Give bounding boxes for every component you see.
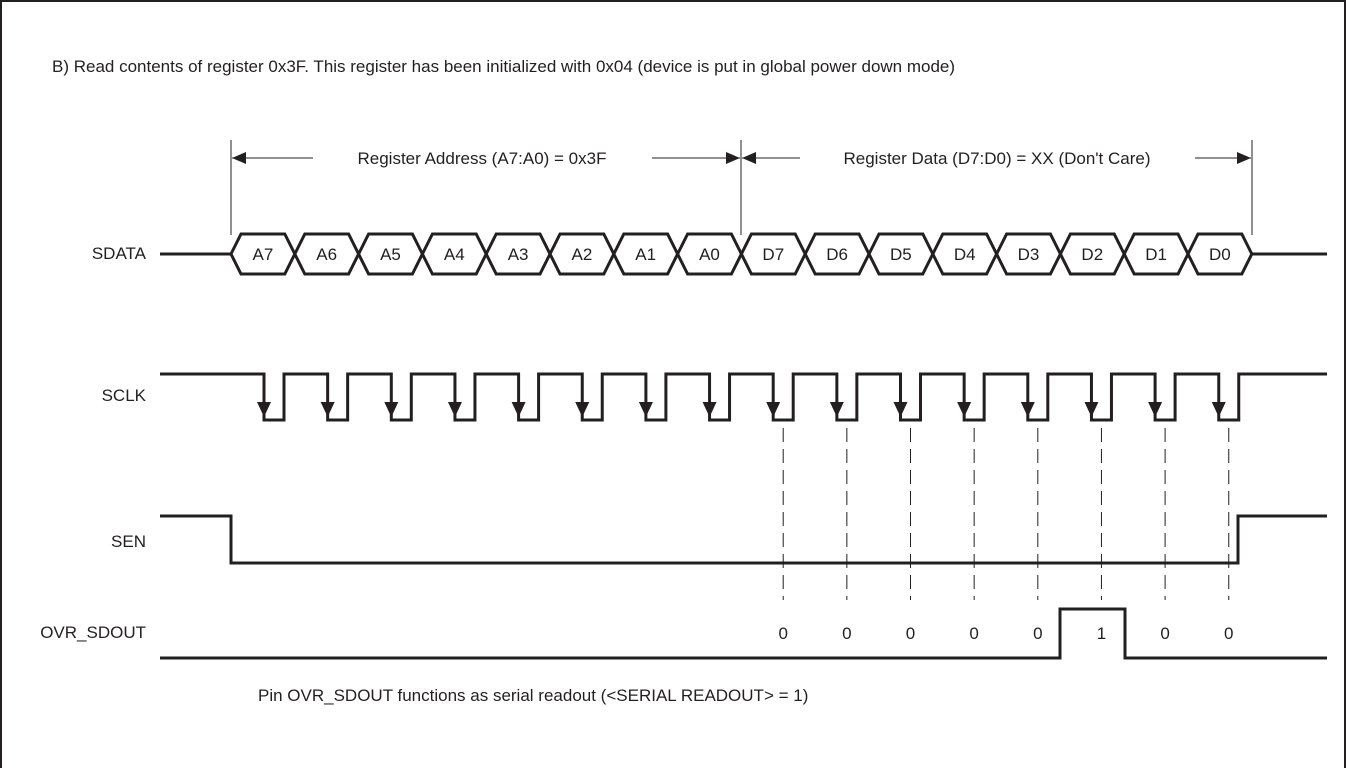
bit-label-d5: D5 <box>890 245 912 264</box>
data-span-label: Register Data (D7:D0) = XX (Don't Care) <box>844 149 1151 168</box>
bit-label-a5: A5 <box>380 245 401 264</box>
readout-value: 0 <box>1224 624 1233 643</box>
sclk-edge-arrow <box>957 402 972 417</box>
bit-label-a1: A1 <box>635 245 656 264</box>
bit-label-a3: A3 <box>508 245 529 264</box>
span-markers <box>230 140 1253 235</box>
readout-values: 0 0 0 0 0 1 0 0 <box>778 624 1233 643</box>
sclk-label: SCLK <box>101 386 146 405</box>
readout-value: 0 <box>906 624 915 643</box>
bit-label-d1: D1 <box>1145 245 1167 264</box>
sclk-edge-arrow <box>638 402 653 417</box>
readout-value: 0 <box>969 624 978 643</box>
sclk-edge-arrow <box>1020 402 1035 417</box>
readout-value: 0 <box>842 624 851 643</box>
bit-label-d7: D7 <box>762 245 784 264</box>
sample-guide-lines <box>782 428 1230 600</box>
bit-label-d4: D4 <box>954 245 976 264</box>
sclk-edge-arrow <box>766 402 781 417</box>
sclk-edge-arrow <box>1084 402 1099 417</box>
sclk-edge-arrow <box>447 402 462 417</box>
bit-label-a2: A2 <box>572 245 593 264</box>
sclk-waveform <box>160 372 1327 422</box>
readout-value: 0 <box>778 624 787 643</box>
sen-waveform <box>160 514 1327 565</box>
address-span-label: Register Address (A7:A0) = 0x3F <box>358 149 607 168</box>
bit-label-d3: D3 <box>1018 245 1040 264</box>
bit-label-d2: D2 <box>1081 245 1103 264</box>
sclk-edge-arrow <box>511 402 526 417</box>
data-arrow-right <box>1237 152 1251 164</box>
sen-label: SEN <box>111 532 146 551</box>
bit-cell-d0 <box>1186 232 1254 276</box>
footnote: Pin OVR_SDOUT functions as serial readou… <box>258 686 809 705</box>
readout-value: 0 <box>1160 624 1169 643</box>
sdata-label: SDATA <box>91 244 146 263</box>
data-arrow-left <box>742 152 756 164</box>
sclk-edge-arrow <box>257 402 271 417</box>
address-arrow-left <box>232 152 246 164</box>
sclk-edge-arrow <box>893 402 908 417</box>
sclk-edge-arrow <box>1211 402 1226 417</box>
sclk-edge-arrow <box>1148 402 1163 417</box>
bit-label-a7: A7 <box>253 245 274 264</box>
ovr-sdout-label: OVR_SDOUT <box>40 623 146 642</box>
sclk-edge-arrow <box>384 402 399 417</box>
readout-value: 1 <box>1097 624 1106 643</box>
bit-label-a4: A4 <box>444 245 465 264</box>
readout-value: 0 <box>1033 624 1042 643</box>
bit-label-d0: D0 <box>1209 245 1231 264</box>
diagram-heading: B) Read contents of register 0x3F. This … <box>52 57 956 76</box>
sdata-bit-cells: A7 A6 A5 A4 A3 A2 A1 A0 D7 D6 D5 D4 D3 D2 D1 D0 <box>229 232 1254 276</box>
bit-label-a0: A0 <box>699 245 720 264</box>
bit-label-a6: A6 <box>316 245 337 264</box>
address-arrow-right <box>726 152 740 164</box>
bit-label-d6: D6 <box>826 245 848 264</box>
sclk-edge-arrow <box>575 402 590 417</box>
sclk-line <box>160 372 1327 422</box>
sclk-edge-arrow <box>320 402 335 417</box>
sclk-edge-arrow <box>702 402 717 417</box>
ovr-sdout-waveform <box>160 607 1327 660</box>
sclk-edge-arrow <box>829 402 844 417</box>
